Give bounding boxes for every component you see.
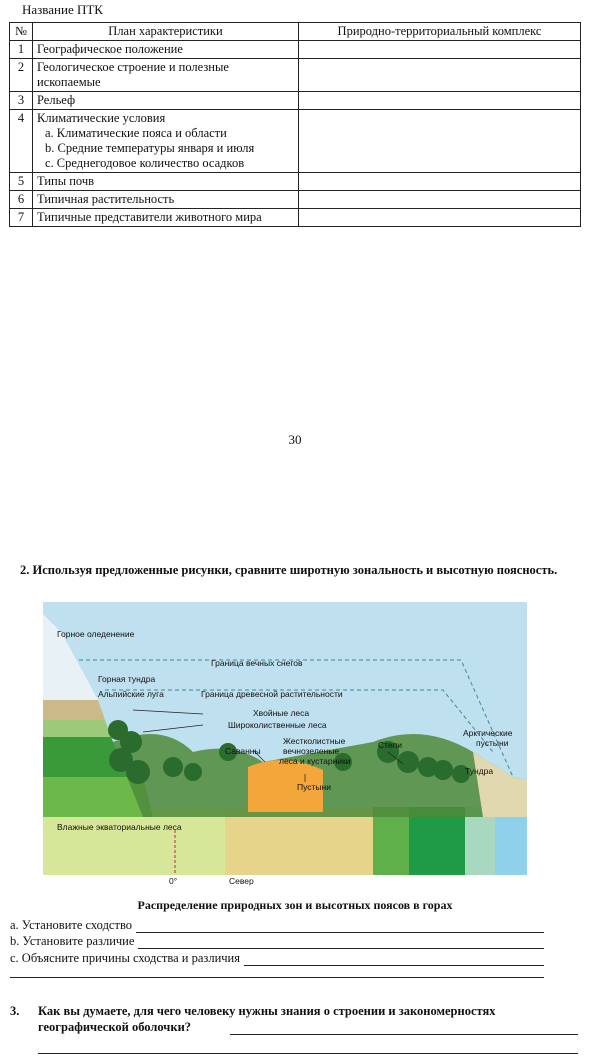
row-subitem: c. Среднегодовое количество осадков (45, 156, 245, 170)
label-deserts: Пустыни (297, 782, 331, 792)
label-hardleaf-1: Жестколистные (283, 736, 346, 746)
question-a: a. Установите сходство (10, 918, 584, 933)
steppe-band (373, 807, 409, 875)
row-plan: Географическое положение (32, 40, 299, 59)
label-equatorial: Влажные экваториальные леса (57, 822, 182, 832)
snow-line (79, 659, 514, 778)
row-plan-title: Климатические условия (37, 111, 166, 125)
label-hardleaf-3: леса и кустарники (279, 756, 351, 766)
tree-line (105, 689, 494, 753)
table-title: Название ПТК (22, 2, 103, 17)
tundra-band (465, 807, 495, 875)
label-snow-line: Граница вечных снегов (211, 658, 303, 668)
row-answer-cell[interactable] (298, 172, 581, 191)
label-north: Север (229, 876, 254, 886)
row-answer-cell[interactable] (298, 40, 581, 59)
label-tree-line: Граница древесной растительности (201, 689, 343, 699)
label-steppes: Степи (378, 740, 402, 750)
row-number: 7 (9, 208, 33, 227)
figure-footer (43, 875, 527, 892)
row-answer-cell[interactable] (298, 58, 581, 92)
table-row: 5 Типы почв (9, 172, 581, 191)
lower-forest-belt (43, 777, 153, 817)
row-answer-cell[interactable] (298, 91, 581, 110)
row-answer-cell[interactable] (298, 190, 581, 209)
answer-line[interactable] (38, 1052, 578, 1054)
row-plan: Типичные представители животного мира (32, 208, 299, 227)
row-number: 1 (9, 40, 33, 59)
table-row: 7 Типичные представители животного мира (9, 208, 581, 227)
row-plan: Геологическое строение и полезные ископа… (32, 58, 299, 92)
tundra-area (473, 752, 527, 817)
task-text: Как вы думаете, для чего человеку нужны … (38, 1004, 496, 1034)
label-pointers (132, 709, 404, 782)
task-2: 2. Используя предложенные рисунки, сравн… (20, 562, 586, 578)
question-c: c. Объясните причины сходства и различия (10, 951, 584, 966)
label-mountain-tundra: Горная тундра (98, 674, 155, 684)
figure-caption: Распределение природных зон и высотных п… (137, 898, 453, 912)
question-label: c. Объясните причины сходства и различия (10, 951, 240, 965)
desert-band (225, 807, 373, 875)
answer-line[interactable] (138, 936, 544, 949)
forest-band (409, 807, 465, 875)
column-header-plan: План характеристики (32, 22, 299, 41)
row-subitem: a. Климатические пояса и области (45, 126, 227, 140)
row-number: 3 (9, 91, 33, 110)
row-plan: Климатические условия a. Климатические п… (32, 109, 299, 173)
table-row: 6 Типичная растительность (9, 190, 581, 209)
ice-band (495, 807, 527, 875)
label-tundra: Тундра (465, 766, 493, 776)
task-text: Используя предложенные рисунки, сравните… (32, 563, 558, 577)
label-broadleaf: Широколиственные леса (228, 720, 327, 730)
label-arctic-1: Арктические (463, 728, 513, 738)
question-b: b. Установите различие (10, 934, 584, 949)
answer-line[interactable] (230, 1033, 578, 1035)
ptk-table: № План характеристики Природно-территори… (9, 22, 581, 227)
label-arctic-2: пустыни (476, 738, 509, 748)
table-header-row: № План характеристики Природно-территори… (9, 22, 581, 41)
label-glaciation: Горное оледенение (57, 629, 135, 639)
row-plan: Типы почв (32, 172, 299, 191)
task-number: 2. (20, 563, 30, 577)
column-header-complex: Природно-территориальный комплекс (298, 22, 581, 41)
column-header-number: № (9, 22, 33, 41)
question-label: a. Установите сходство (10, 918, 133, 932)
glacier-belt (43, 614, 98, 700)
row-number: 2 (9, 58, 33, 92)
answer-line[interactable] (136, 920, 544, 933)
row-plan: Типичная растительность (32, 190, 299, 209)
task-number: 3. (10, 1004, 20, 1018)
label-zero-degrees: 0° (169, 876, 177, 886)
zonation-figure: Горное оледенение Граница вечных снегов … (43, 602, 527, 892)
desert-area (248, 760, 323, 812)
mountain-tundra-belt (43, 700, 105, 720)
alpine-meadow-belt (43, 720, 111, 737)
answer-line[interactable] (244, 953, 544, 966)
row-answer-cell[interactable] (298, 109, 581, 173)
answer-line[interactable] (10, 976, 544, 978)
label-coniferous: Хвойные леса (253, 708, 309, 718)
row-subitem: b. Средние температуры января и июля (45, 141, 255, 155)
label-alpine-meadows: Альпийские луга (98, 689, 164, 699)
question-label: b. Установите различие (10, 934, 135, 948)
row-plan: Рельеф (32, 91, 299, 110)
table-row: 3 Рельеф (9, 91, 581, 110)
row-answer-cell[interactable] (298, 208, 581, 227)
row-number: 6 (9, 190, 33, 209)
label-savannas: Саванны (225, 746, 261, 756)
table-row: 4 Климатические условия a. Климатические… (9, 109, 581, 173)
page-number: 30 (288, 432, 302, 447)
row-number: 5 (9, 172, 33, 191)
tree-cluster (108, 720, 470, 784)
row-number: 4 (9, 109, 33, 173)
table-row: 2 Геологическое строение и полезные иско… (9, 58, 581, 92)
label-hardleaf-2: вечнозеленые (283, 746, 339, 756)
table-row: 1 Географическое положение (9, 40, 581, 59)
